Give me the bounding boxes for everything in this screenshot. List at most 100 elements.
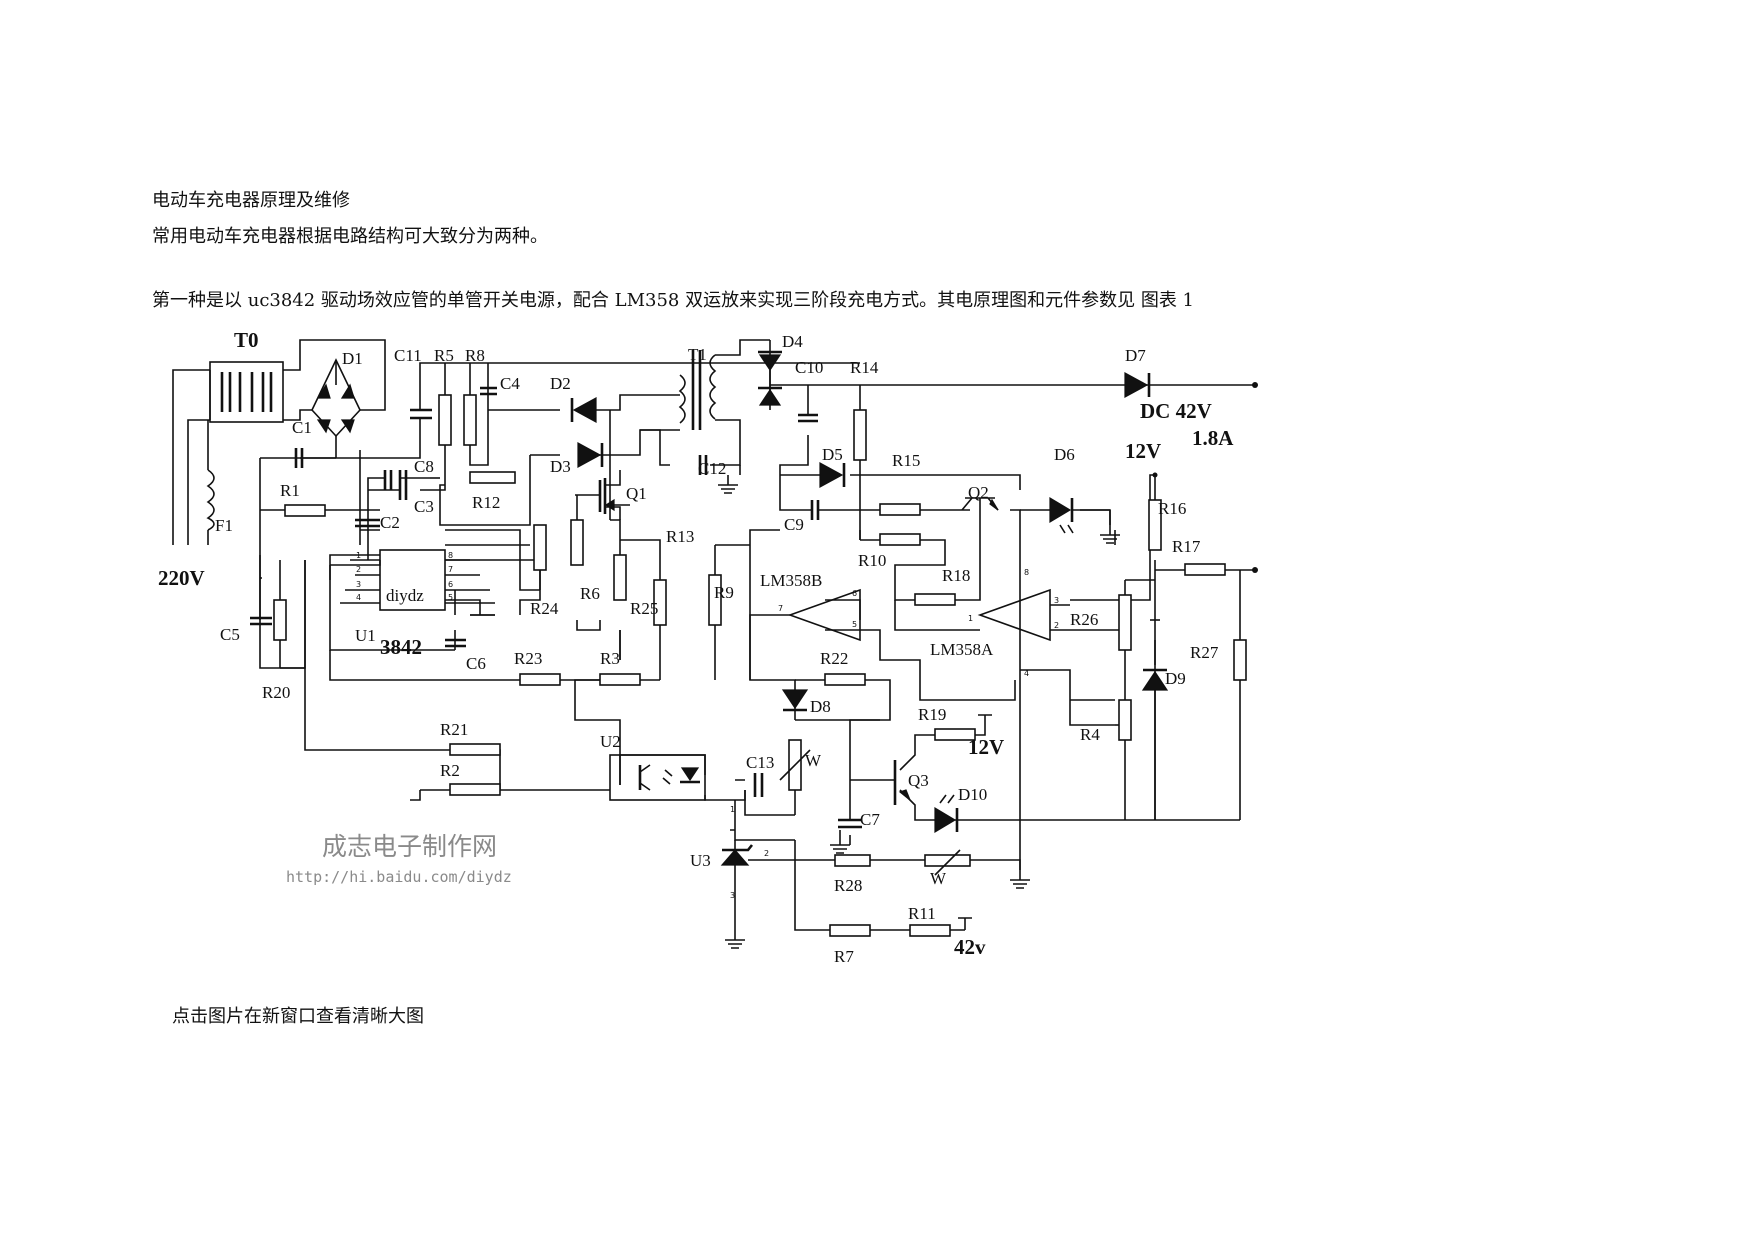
document-title: 电动车充电器原理及维修 [152,190,350,211]
label-r23: R23 [514,649,542,668]
r9-resistor [708,574,722,626]
label-c10: C10 [795,358,823,377]
r2-resistor [449,783,501,796]
r25-resistor [613,554,627,601]
svg-text:2: 2 [356,565,361,574]
label-d4: D4 [782,332,803,351]
d2-diode [570,396,597,424]
label-r3: R3 [600,649,620,668]
r16-resistor [1148,499,1162,551]
component-labels: T0 D1 C11 R5 R8 C4 D2 T1 D4 C10 R14 D7 D… [158,328,1234,966]
r10-resistor [879,533,921,546]
d4-diode [758,350,782,406]
label-q1: Q1 [626,484,647,503]
svg-text:8: 8 [448,551,453,560]
c12-capacitor [698,455,708,475]
r15-resistor [879,503,921,516]
svg-text:6: 6 [852,589,857,598]
label-12v-bottom: 12V [968,735,1004,759]
label-w2: W [930,869,947,888]
r18-resistor [914,593,956,606]
c3-capacitor [383,470,393,490]
label-d9: D9 [1165,669,1186,688]
42v-terminal [958,917,972,930]
r12-resistor [469,471,516,484]
label-c5: C5 [220,625,240,644]
label-d1: D1 [342,349,363,368]
label-r28: R28 [834,876,862,895]
lm358b-opamp [749,588,861,680]
image-caption-link[interactable]: 点击图片在新窗口查看清晰大图 [172,1006,424,1027]
label-lm358b: LM358B [760,571,822,590]
label-r20: R20 [262,683,290,702]
c7-capacitor [838,818,862,829]
svg-text:5: 5 [448,593,453,602]
label-r13: R13 [666,527,694,546]
label-c11: C11 [394,346,422,365]
r27-resistor [1233,639,1247,681]
label-c7: C7 [860,810,880,829]
svg-text:3: 3 [356,580,361,589]
label-d10: D10 [958,785,987,804]
r7-resistor [829,924,871,937]
r13-resistor [653,579,667,626]
r11-resistor [909,924,951,937]
label-c12: C12 [698,459,726,478]
r24-resistor [533,524,547,571]
d10-led [934,794,959,834]
w-potentiometer-2 [924,849,971,876]
ground-symbols [470,475,1120,949]
r23-resistor [519,673,561,686]
u2-optocoupler [609,754,706,801]
label-42v: 42v [954,935,986,959]
c2-capacitor [355,518,380,528]
label-r15: R15 [892,451,920,470]
r21-resistor [449,743,501,756]
label-c9: C9 [784,515,804,534]
12v-terminal [978,714,992,725]
c6-capacitor [445,638,466,648]
document-paragraph: 第一种是以 uc3842 驱动场效应管的单管开关电源，配合 LM358 双运放来… [152,290,1194,311]
r17-resistor [1184,563,1226,576]
label-r22: R22 [820,649,848,668]
c8-capacitor [398,470,408,500]
r1-resistor [284,504,326,517]
c4-capacitor [480,386,497,396]
label-lm358a: LM358A [930,640,994,659]
label-t0: T0 [234,328,259,352]
label-r18: R18 [942,566,970,585]
label-r9: R9 [714,583,734,602]
label-r19: R19 [918,705,946,724]
q1-mosfet [598,470,621,520]
svg-text:2: 2 [764,849,769,858]
label-r12: R12 [472,493,500,512]
r28-resistor [834,854,871,867]
label-c1: C1 [292,418,312,437]
label-c2: C2 [380,513,400,532]
c1-capacitor [294,448,304,468]
c5-capacitor [250,616,272,626]
r3-resistor [599,673,641,686]
pin-numbers: 1 2 3 4 8 7 6 5 7 6 5 1 3 2 8 4 1 2 3 [356,551,1059,900]
label-u2: U2 [600,732,621,751]
label-r26: R26 [1070,610,1098,629]
r19-resistor [934,728,976,741]
label-d7: D7 [1125,346,1146,365]
svg-text:1: 1 [968,614,973,623]
label-3842: 3842 [380,635,422,659]
c9-capacitor [810,500,835,520]
d7-diode [1124,371,1151,399]
label-r8: R8 [465,346,485,365]
label-r2: R2 [440,761,460,780]
watermark: 成志电子制作网 http://hi.baidu.com/diydz [286,832,512,886]
svg-text:7: 7 [778,604,783,613]
r8-resistor [463,394,477,446]
r5-resistor [438,394,452,446]
label-r6: R6 [580,584,600,603]
r4-resistor [1118,699,1132,741]
label-r11: R11 [908,904,936,923]
label-d3: D3 [550,457,571,476]
label-c8: C8 [414,457,434,476]
watermark-name: 成志电子制作网 [322,832,497,861]
